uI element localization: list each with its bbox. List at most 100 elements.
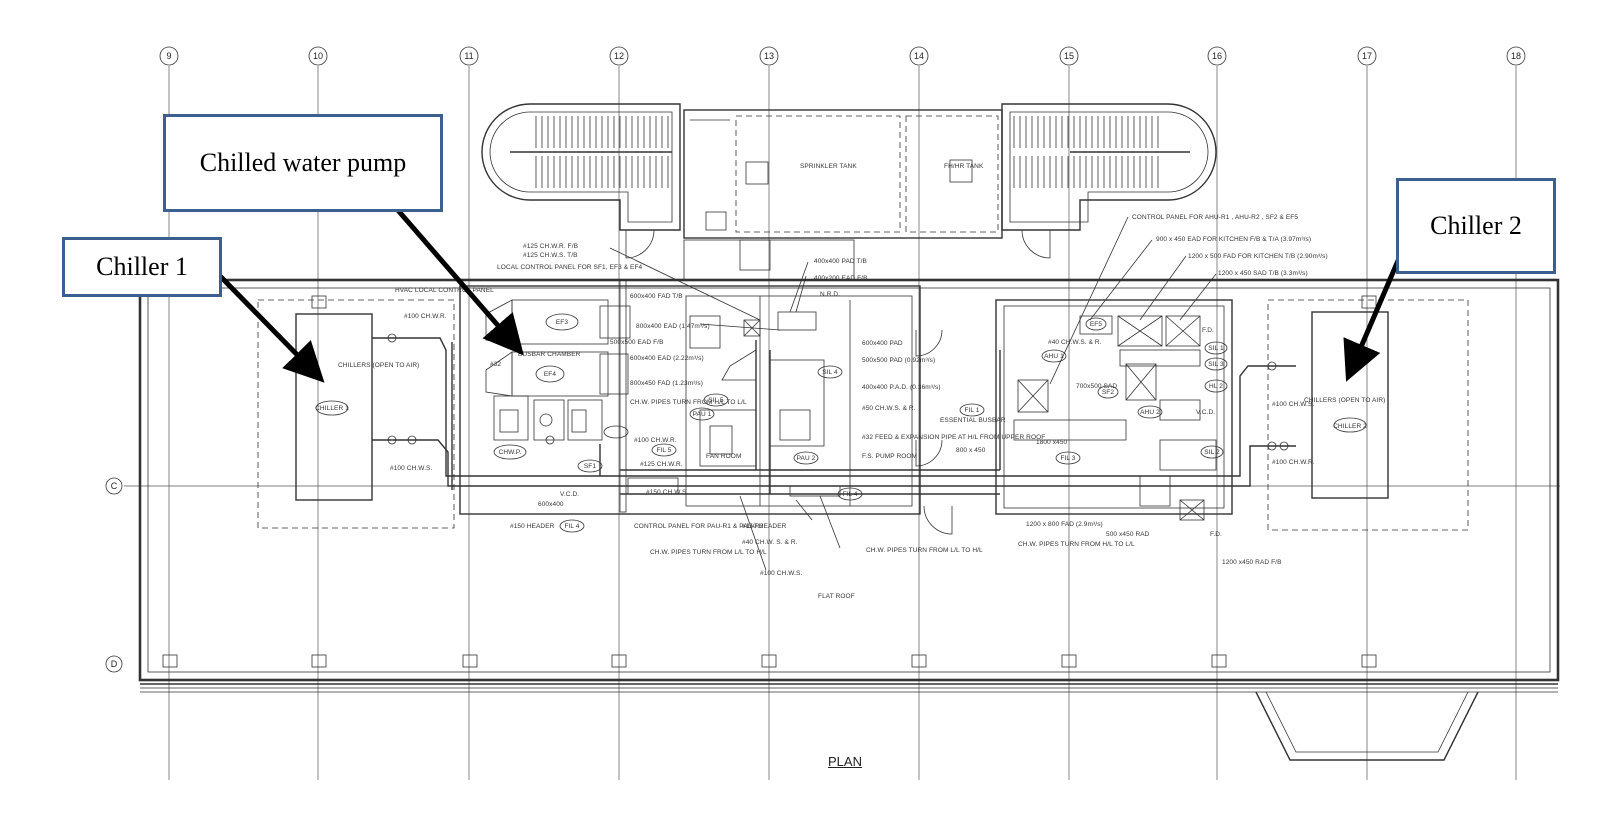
fil5-tag: FIL 5 <box>656 447 671 454</box>
grid-column-label: 10 <box>313 51 323 61</box>
note-fd-b: F.D. <box>1210 531 1222 538</box>
pipe-fittings <box>387 333 1289 497</box>
doors <box>625 229 1051 535</box>
chiller-1-tag: CHILLER 1 <box>315 405 349 412</box>
east-plant-room: AHU 1 AHU 2 SF2 EF5 FIL 1 FIL 3 SIL 1 SI… <box>940 299 1233 521</box>
sil1-tag: SIL 1 <box>1208 345 1224 352</box>
stair-core-right <box>1001 103 1217 231</box>
note-size-800x450: 800 x 450 <box>956 447 986 454</box>
grid-column-label: 16 <box>1212 51 1222 61</box>
grid-column-label: 15 <box>1064 51 1074 61</box>
busbar-chamber-label: BUSBAR CHAMBER <box>518 351 581 358</box>
note-chwr-125: #125 CH.W.R. F/B <box>523 243 578 250</box>
note-pad-400x400: 400x400 P.A.D. (0.36m³/s) <box>862 384 941 391</box>
note-header-150-b: #150 HEADER <box>742 523 787 530</box>
note-chws-150: #150 CH.W.S. <box>646 489 688 496</box>
fil1-tag: FIL 1 <box>964 407 979 414</box>
chillers-open-left: CHILLERS (OPEN TO AIR) <box>338 362 419 369</box>
chillers-open-right: CHILLERS (OPEN TO AIR) <box>1304 397 1385 404</box>
note-size-600x400: 600x400 <box>538 501 564 508</box>
plan-title: PLAN <box>828 754 862 769</box>
grid-column-marker <box>308 46 328 66</box>
note-32: #32 <box>490 361 501 368</box>
grid-row-d-marker <box>105 655 123 673</box>
note-vcd-b: V.C.D. <box>1196 409 1215 416</box>
grid-column-marker <box>1207 46 1227 66</box>
grid-column-marker <box>759 46 779 66</box>
note-chw-pipes-ll-hl-a: CH.W. PIPES TURN FROM L/L TO H/L <box>650 549 767 556</box>
ef3-tag: EF3 <box>556 319 569 326</box>
note-ead-900x450: 900 x 450 EAD FOR KITCHEN F/B & T/A (3.9… <box>1156 236 1311 243</box>
note-chws-100-left: #100 CH.W.S. <box>390 465 432 472</box>
leader-lines <box>609 216 1217 571</box>
note-fd-a: F.D. <box>1202 327 1214 334</box>
note-chw-pipes-hl-ll: CH.W. PIPES TURN FROM H/L TO L/L <box>630 399 747 406</box>
hvac-local-panel-label: HVAC LOCAL CONTROL PANEL <box>395 287 494 294</box>
note-chws-50: #50 CH.W.S. & R. <box>862 405 916 412</box>
sil4-tag: SIL 4 <box>822 369 838 376</box>
chiller-2-tag: CHILLER 2 <box>1333 423 1367 430</box>
fil4-tag: FIL 4 <box>564 523 579 530</box>
sil5-tag: SIL 5 <box>708 397 724 404</box>
essential-busbar-label: ESSENTIAL BUSBAR <box>940 417 1006 424</box>
note-pad-400: 400x400 PAD T/B <box>814 258 867 265</box>
sil3-tag: SIL 3 <box>1208 361 1224 368</box>
chilled-water-pumps <box>493 395 603 445</box>
note-chw-pipes-ll-hl-b: CH.W. PIPES TURN FROM L/L TO H/L <box>866 547 983 554</box>
fil3-tag: FIL 3 <box>1060 455 1075 462</box>
ef4-tag: EF4 <box>544 371 557 378</box>
chiller-1-callout: Chiller 1 <box>62 237 222 297</box>
flat-roof-label: FLAT ROOF <box>818 593 855 600</box>
fan-room-label: FAN ROOM <box>706 453 741 460</box>
chwp-tag: CHW.P. <box>499 449 522 456</box>
note-feed-pipe: #32 FEED & EXPANSION PIPE AT H/L FROM UP… <box>862 434 1045 441</box>
chilled-water-pump-callout: Chilled water pump <box>163 114 443 212</box>
sil2-tag: SIL 2 <box>1204 449 1220 456</box>
stair-core-left <box>481 103 681 231</box>
drawing-notes: #125 CH.W.R. F/B #125 CH.W.S. T/B LOCAL … <box>390 214 1328 600</box>
note-local-panel: LOCAL CONTROL PANEL FOR SF1, EF3 & EF4 <box>497 264 643 271</box>
grid-rows: C D <box>105 477 1560 673</box>
pau2-tag: PAU 2 <box>797 455 816 462</box>
grid-column-label: 14 <box>914 51 924 61</box>
note-header-150-a: #150 HEADER <box>510 523 555 530</box>
note-chw-pipes-hl-ll-b: CH.W. PIPES TURN FROM H/L TO L/L <box>1018 541 1135 548</box>
note-ead-800x400: 800x400 EAD (1.47m³/s) <box>636 323 710 330</box>
tank-block: SPRINKLER TANK FH/HR TANK <box>683 109 1003 281</box>
note-ead-400x200: 400x200 EAD F/B <box>814 275 868 282</box>
note-chwr-125-b: #125 CH.W.R. <box>640 461 683 468</box>
fs-pump-room-label: F.S. PUMP ROOM <box>862 453 917 460</box>
grid-column-label: 17 <box>1362 51 1372 61</box>
note-chws-125: #125 CH.W.S. T/B <box>523 252 578 259</box>
chilled-water-piping <box>372 337 1296 495</box>
note-chws-100-b: #100 CH.W.S. <box>760 570 802 577</box>
note-ead-500x500: 500x500 EAD F/B <box>610 339 664 346</box>
chiller-1-enclosure: CHILLER 1 CHILLERS (OPEN TO AIR) HVAC LO… <box>257 287 494 529</box>
note-chws-40: #40 CH.W. S. & R. <box>742 539 798 546</box>
note-fad-1200x500: 1200 x 500 FAD FOR KITCHEN T/B (2.90m³/s… <box>1188 253 1328 260</box>
grid-row-c-label: C <box>111 481 118 491</box>
note-ead-600x400: 600x400 EAD (2.22m³/s) <box>630 355 704 362</box>
fh-hr-tank-label: FH/HR TANK <box>944 163 984 170</box>
grid-column-marker <box>1059 46 1079 66</box>
hl2-tag: HL 2 <box>1209 383 1223 390</box>
note-sad-700x500: 700x500 SAD <box>1076 383 1117 390</box>
grid-column-marker <box>1506 46 1526 66</box>
chiller-2-enclosure: CHILLER 2 CHILLERS (OPEN TO AIR) <box>1267 299 1469 531</box>
grid-column-label: 18 <box>1511 51 1521 61</box>
note-vcd-a: V.C.D. <box>560 491 579 498</box>
grid-column-label: 13 <box>764 51 774 61</box>
grid-column-label: 12 <box>614 51 624 61</box>
grid-column-marker <box>459 46 479 66</box>
grid-column-marker <box>609 46 629 66</box>
note-chws-100-right: #100 CH.W.S. <box>1272 401 1314 408</box>
ef5-tag: EF5 <box>1090 321 1103 328</box>
note-rad-1200x450: 1200 x450 RAD F/B <box>1222 559 1282 566</box>
pump-arrow <box>394 206 524 356</box>
note-fad-1200x800: 1200 x 800 FAD (2.9m³/s) <box>1026 521 1103 528</box>
chiller-1-arrow <box>218 274 325 383</box>
grid-row-d-label: D <box>111 659 118 669</box>
ahu1-tag: AHU 1 <box>1044 353 1064 360</box>
roof-outline <box>138 278 1560 761</box>
